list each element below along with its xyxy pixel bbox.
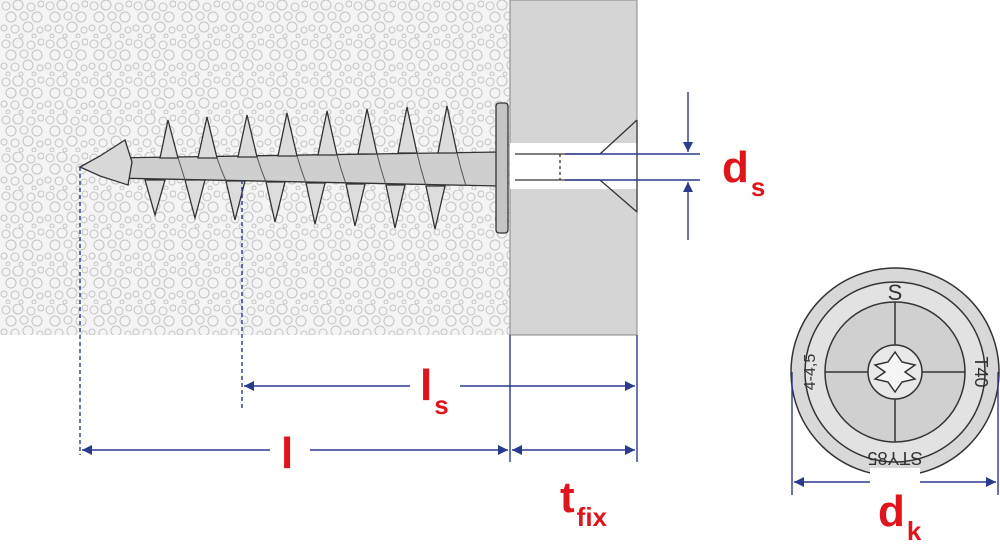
label-ds: ds bbox=[722, 143, 765, 201]
label-l-main: l bbox=[281, 429, 294, 478]
marking-left: 4-4,5 bbox=[802, 354, 819, 391]
dimension-lines bbox=[79, 92, 999, 495]
label-ds-sub: s bbox=[750, 172, 766, 202]
marking-right: T40 bbox=[971, 356, 991, 387]
label-tfix-main: t bbox=[560, 473, 575, 522]
label-dk-main: d bbox=[878, 487, 905, 536]
label-ls-sub: s bbox=[434, 390, 449, 420]
drill-hole bbox=[510, 143, 637, 189]
label-l: l bbox=[281, 432, 293, 476]
label-ls-main: l bbox=[420, 361, 433, 410]
marking-top: S bbox=[888, 280, 903, 305]
label-ls: ls bbox=[420, 361, 449, 419]
label-tfix-sub: fix bbox=[576, 502, 607, 532]
label-ds-main: d bbox=[722, 143, 749, 192]
head-markings: S T40 STY85 4-4,5 bbox=[802, 280, 991, 468]
marking-bottom: STY85 bbox=[867, 448, 922, 468]
screw-head-topview bbox=[790, 267, 1000, 477]
label-dk: dk bbox=[878, 487, 921, 545]
label-tfix: tfix bbox=[560, 473, 607, 531]
insulation-screw bbox=[77, 102, 509, 234]
label-dk-sub: k bbox=[906, 516, 922, 546]
